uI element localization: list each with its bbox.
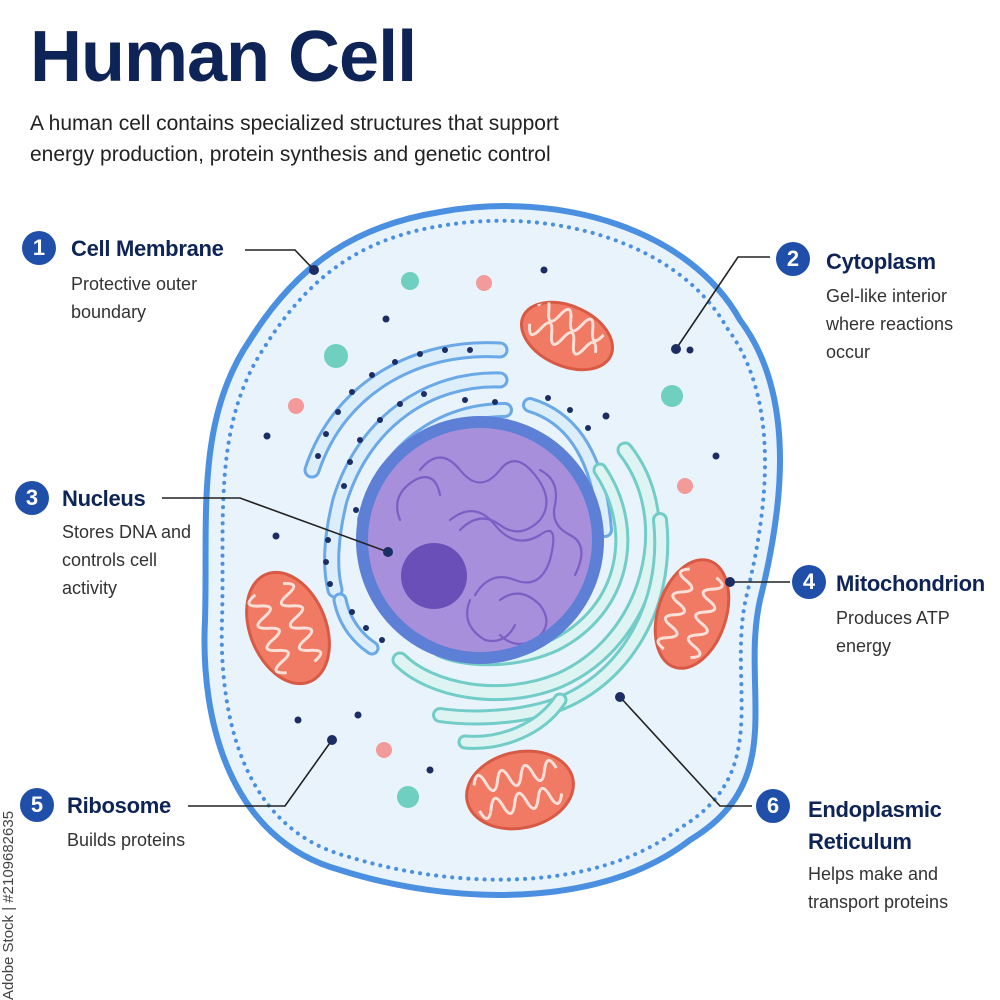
mitochondrion — [519, 298, 615, 372]
number-badge: 2 — [776, 242, 810, 276]
nucleolus — [401, 543, 467, 609]
mitochondrion — [465, 749, 575, 831]
leader-line-nucleus — [162, 497, 389, 553]
chromatin — [396, 456, 583, 646]
label-description: Protective outer boundary — [71, 274, 198, 322]
label-name: Endoplasmic Reticulum — [808, 797, 942, 854]
leader-line-ribosome — [188, 739, 333, 807]
label-description: Builds proteins — [67, 830, 186, 850]
number-badge: 6 — [756, 789, 790, 823]
label-name: Cytoplasm — [826, 249, 936, 274]
label-description: Helps make and transport proteins — [808, 864, 949, 912]
leader-lines — [162, 249, 790, 807]
mitochondrion — [245, 570, 331, 686]
stock-watermark: Adobe Stock | #2109682635 — [0, 810, 17, 1000]
membrane-inner-dots — [219, 218, 767, 882]
vesicles — [288, 272, 693, 808]
page-subtitle: A human cell contains specialized struct… — [30, 112, 559, 166]
label-name: Ribosome — [67, 793, 171, 818]
label-description: Produces ATP energy — [836, 608, 950, 656]
page-title: Human Cell — [30, 17, 417, 97]
label-name: Cell Membrane — [71, 236, 224, 261]
number-badge: 5 — [20, 788, 54, 822]
ribosomes — [263, 266, 720, 774]
leader-endpoints — [309, 265, 735, 745]
label-description: Stores DNA and controls cell activity — [62, 522, 192, 598]
leader-line-cell-membrane — [245, 249, 315, 271]
number-badge: 4 — [792, 565, 826, 599]
mitochondrion — [653, 558, 731, 670]
number-badge: 1 — [22, 231, 56, 265]
nucleus — [356, 416, 604, 664]
label-description: Gel-like interior where reactions occur — [826, 286, 954, 362]
leader-line-endoplasmic-reticulum — [619, 696, 752, 807]
smooth-er — [391, 441, 670, 750]
label-name: Nucleus — [62, 486, 146, 511]
label-name: Mitochondrion — [836, 571, 985, 596]
number-badge: 3 — [15, 481, 49, 515]
leader-line-cytoplasm — [675, 256, 770, 350]
